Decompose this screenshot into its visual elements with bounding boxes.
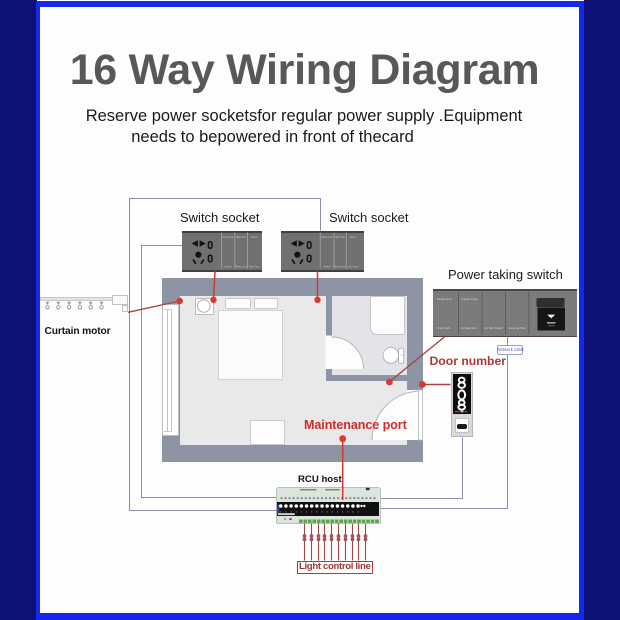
svg-text:Door Lam: Door Lam [249, 266, 260, 269]
svg-text:Door Lam: Door Lam [348, 266, 359, 269]
svg-text:Master: Master [324, 266, 332, 269]
svg-text:Cleaning Now: Cleaning Now [508, 326, 526, 330]
svg-text:Exhaust Fan: Exhaust Fan [461, 326, 477, 330]
svg-text:Mood Lamp: Mood Lamp [437, 297, 452, 301]
svg-text:Read Lam: Read Lam [335, 266, 346, 269]
svg-text:Mood Lam: Mood Lam [223, 236, 234, 239]
svg-text:Night Lam: Night Lam [236, 236, 247, 239]
svg-text:Mood Lam: Mood Lam [322, 236, 333, 239]
svg-text:Read Lam: Read Lam [236, 266, 247, 269]
svg-text:Master: Master [225, 266, 233, 269]
svg-text:Curtain Lamp: Curtain Lamp [461, 297, 478, 301]
svg-text:Toilet Light: Toilet Light [437, 326, 451, 330]
svg-text:Do Not Disturb: Do Not Disturb [485, 326, 504, 330]
svg-text:Night Lam: Night Lam [335, 236, 346, 239]
svg-text:Spare: Spare [350, 236, 357, 239]
svg-text:Spare: Spare [251, 236, 258, 239]
